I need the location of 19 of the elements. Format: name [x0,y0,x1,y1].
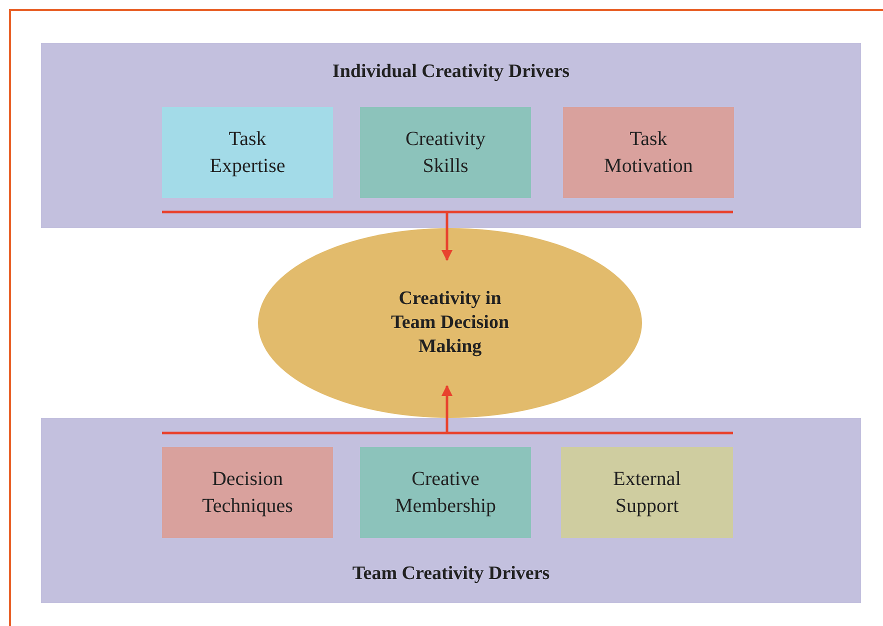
group-panel [41,418,861,603]
group-panel [41,43,861,228]
panel-heading: Individual Creativity Drivers [331,61,571,83]
box-label: Task Motivation [603,126,694,178]
box-label: Decision Techniques [201,466,294,518]
box-label: Creativity Skills [404,126,486,178]
driver-box [162,107,333,198]
merge-arrow [441,228,453,262]
driver-box [563,107,734,198]
merge-arrow [441,384,453,418]
driver-box [360,107,531,198]
box-label: External Support [612,466,682,518]
ellipse-label: Creativity in Team Decision Making [390,287,510,359]
driver-box [162,447,333,538]
box-label: Creative Membership [394,466,498,518]
driver-box [561,447,733,538]
box-label: Task Expertise [208,126,286,178]
panel-heading: Team Creativity Drivers [351,563,551,585]
driver-box [360,447,531,538]
